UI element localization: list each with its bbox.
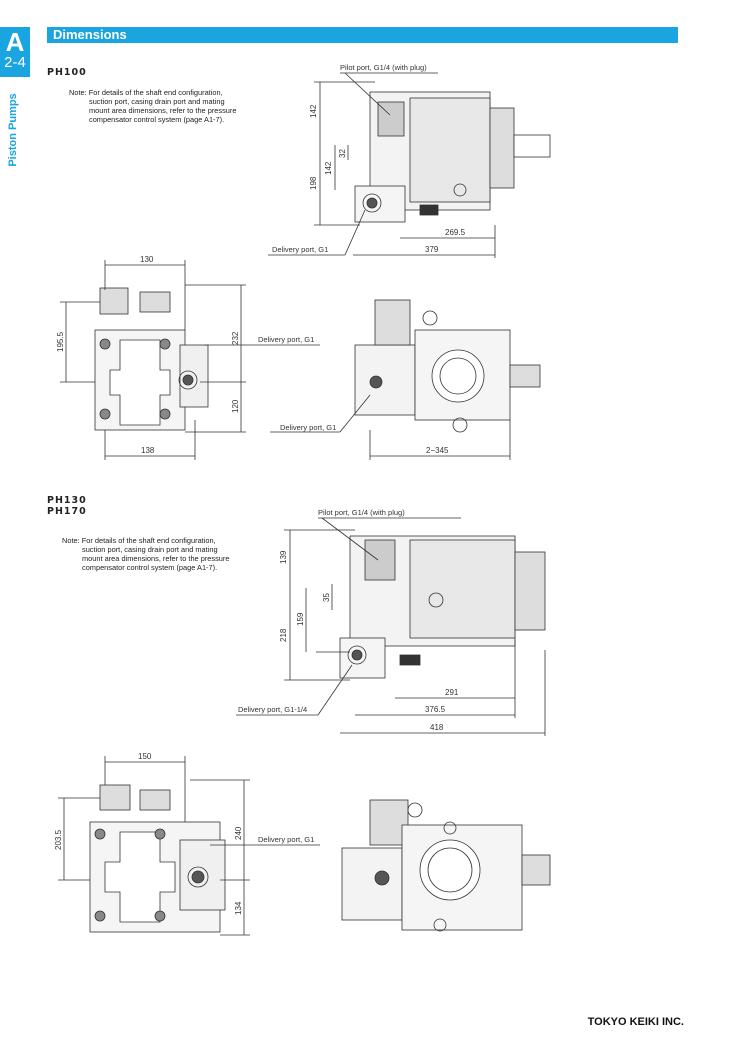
tab-letter: A (5, 27, 25, 57)
dim-120: 120 (231, 399, 240, 413)
dim-142b: 142 (324, 161, 333, 175)
ph100-delivery-port-label-b: Delivery port, G1 (258, 335, 314, 344)
dim-134: 134 (234, 901, 243, 915)
ph130-rear-view (341, 799, 551, 932)
dim-379: 379 (425, 245, 439, 254)
dim-35: 35 (322, 593, 331, 602)
dim-142a: 142 (309, 104, 318, 118)
model-ph170: PH170 (47, 506, 87, 517)
dim-218: 218 (279, 628, 288, 642)
company-name: TOKYO KEIKI INC. (587, 1016, 684, 1028)
ph100-delivery-port-label-a: Delivery port, G1 (272, 245, 328, 254)
dim-139: 139 (279, 550, 288, 564)
dim-130: 130 (140, 255, 154, 264)
dim-2-345: 2−345 (426, 446, 449, 455)
model-ph130: PH130 (47, 495, 87, 506)
ph100-side-view (354, 91, 551, 223)
section-banner: Dimensions (47, 27, 678, 43)
ph100-front-view (94, 287, 209, 431)
model-ph100: PH100 (47, 67, 87, 78)
ph100-rear-view (354, 299, 541, 433)
ph100-pilot-port-label: Pilot port, G1/4 (with plug) (340, 63, 427, 72)
ph100-note: Note: For details of the shaft end confi… (69, 88, 237, 124)
tab-number: 2-4 (4, 54, 26, 71)
ph130-delivery-port-label-a: Delivery port, G1-1/4 (238, 705, 307, 714)
ph130-side-view (339, 535, 546, 679)
ph130-note: Note: For details of the shaft end confi… (62, 536, 230, 572)
section-tab: A 2-4 (0, 27, 30, 77)
dim-203-5: 203.5 (54, 829, 63, 850)
dim-291: 291 (445, 688, 459, 697)
ph130-delivery-port-label-b: Delivery port, G1 (258, 835, 314, 844)
dim-198: 198 (309, 176, 318, 190)
dim-240: 240 (234, 826, 243, 840)
ph130-pilot-port-label: Pilot port, G1/4 (with plug) (318, 508, 405, 517)
dim-376-5: 376.5 (425, 705, 446, 714)
dim-138: 138 (141, 446, 155, 455)
dim-150: 150 (138, 752, 152, 761)
dim-418: 418 (430, 723, 444, 732)
ph100-delivery-port-label-c: Delivery port, G1 (280, 423, 336, 432)
dim-269-5: 269.5 (445, 228, 466, 237)
dim-195-5: 195.5 (56, 331, 65, 352)
dim-32: 32 (338, 149, 347, 158)
ph130-front-view (89, 784, 226, 933)
dim-159: 159 (296, 612, 305, 626)
dim-232: 232 (231, 331, 240, 345)
